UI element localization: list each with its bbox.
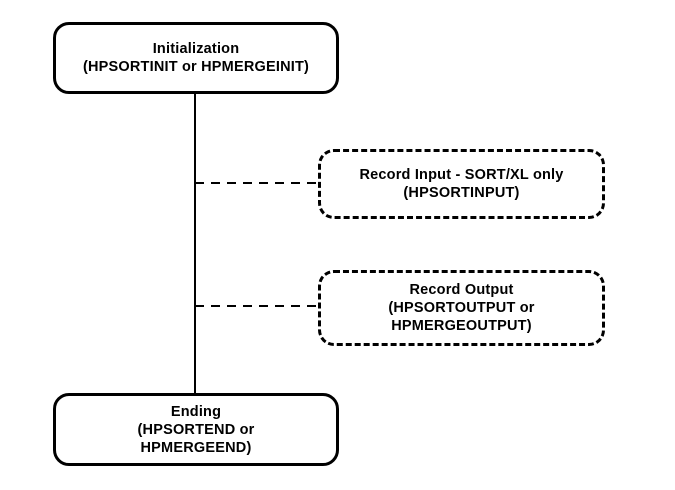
initialization-title: Initialization — [152, 41, 240, 57]
ending-box: Ending (HPSORTEND or HPMERGEEND) — [53, 393, 339, 466]
record-output-line3: HPMERGEOUTPUT) — [391, 318, 532, 334]
ending-line3: HPMERGEEND) — [140, 439, 252, 456]
record-output-line2: (HPSORTOUTPUT or — [388, 300, 535, 316]
record-input-subtitle: (HPSORTINPUT) — [403, 185, 520, 201]
ending-title: Ending — [170, 403, 222, 420]
record-output-title: Record Output — [409, 282, 514, 298]
initialization-box: Initialization (HPSORTINIT or HPMERGEINI… — [53, 22, 339, 94]
initialization-subtitle: (HPSORTINIT or HPMERGEINIT) — [82, 59, 310, 75]
record-input-title: Record Input - SORT/XL only — [359, 167, 564, 183]
ending-line2: (HPSORTEND or — [137, 421, 255, 438]
record-input-box: Record Input - SORT/XL only (HPSORTINPUT… — [318, 149, 605, 219]
record-output-box: Record Output (HPSORTOUTPUT or HPMERGEOU… — [318, 270, 605, 346]
